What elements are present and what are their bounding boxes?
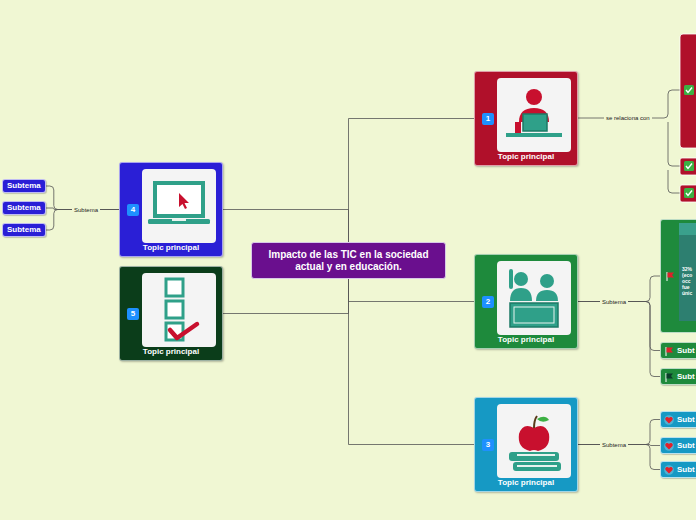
bullet-icon bbox=[665, 271, 675, 281]
topic-caption: Topic principal bbox=[120, 243, 222, 253]
topic-box: 2Topic principal bbox=[474, 254, 578, 349]
topic-caption: Topic principal bbox=[475, 335, 577, 345]
panel-header bbox=[679, 223, 696, 235]
topic-icon bbox=[142, 273, 216, 347]
subtopic-text: Subt bbox=[677, 346, 695, 356]
topic-icon bbox=[142, 169, 216, 243]
subtopic-box: Subt bbox=[660, 437, 696, 454]
icon-panel bbox=[497, 261, 571, 335]
icon-panel bbox=[497, 78, 571, 152]
number-badge: 3 bbox=[482, 439, 494, 451]
topic-box: 3Topic principal bbox=[474, 397, 578, 492]
topic-caption: Topic principal bbox=[120, 347, 222, 357]
topic-caption: Topic principal bbox=[475, 478, 577, 488]
bullet-icon bbox=[664, 465, 674, 475]
check-icon bbox=[684, 188, 694, 198]
subtopic-text: Subt bbox=[677, 372, 695, 382]
icon-panel bbox=[142, 169, 216, 243]
subtopic-text: Subt bbox=[677, 441, 695, 451]
icon-panel bbox=[497, 404, 571, 478]
topic-box: 4Topic principal bbox=[119, 162, 223, 257]
subtopic-box: Subtema bbox=[2, 179, 46, 193]
bullet-icon bbox=[664, 346, 674, 356]
topic-icon bbox=[497, 78, 571, 152]
topic-icon bbox=[497, 261, 571, 335]
subtopic-box bbox=[680, 34, 696, 148]
relation-label: se relaciona con bbox=[604, 114, 652, 122]
connector bbox=[578, 302, 660, 377]
number-badge: 2 bbox=[482, 296, 494, 308]
subtopic-box: 32% (eco occ fue únic bbox=[660, 219, 696, 333]
bullet-icon bbox=[664, 441, 674, 451]
subtopic-box: Subt bbox=[660, 411, 696, 428]
topic-box: 1Topic principal bbox=[474, 71, 578, 166]
subtopic-text: Subtema bbox=[7, 203, 41, 213]
central-title: Impacto de las TIC en la sociedad actual… bbox=[260, 249, 437, 273]
connector bbox=[349, 119, 475, 243]
check-icon bbox=[684, 161, 694, 171]
subtopic-text: Subtema bbox=[7, 225, 41, 235]
topic-box: 5Topic principal bbox=[119, 266, 223, 361]
subtopic-box: Subt bbox=[660, 342, 696, 359]
subtopic-box: Subt bbox=[660, 368, 696, 385]
connector bbox=[223, 210, 349, 243]
panel-text: 32% (eco occ fue únic bbox=[682, 266, 696, 296]
subtopic-text: Subt bbox=[677, 465, 695, 475]
subtopic-box: Subtema bbox=[2, 223, 46, 237]
check-icon bbox=[684, 85, 694, 95]
topic-caption: Topic principal bbox=[475, 152, 577, 162]
subtopic-text: Subt bbox=[677, 415, 695, 425]
connector bbox=[578, 302, 660, 351]
number-badge: 5 bbox=[127, 308, 139, 320]
leader-lines bbox=[578, 90, 680, 193]
bullet-icon bbox=[664, 372, 674, 382]
subtopic-text: Subtema bbox=[7, 181, 41, 191]
bullet-icon bbox=[664, 415, 674, 425]
topic-icon bbox=[497, 404, 571, 478]
edge-label: Subtema bbox=[72, 206, 100, 214]
central-topic: Impacto de las TIC en la sociedad actual… bbox=[251, 242, 446, 279]
subtopic-box bbox=[680, 158, 696, 175]
connector bbox=[349, 279, 475, 302]
edge-label: Subtema bbox=[600, 298, 628, 306]
icon-panel bbox=[142, 273, 216, 347]
number-badge: 1 bbox=[482, 113, 494, 125]
number-badge: 4 bbox=[127, 204, 139, 216]
edge-label: Subtema bbox=[600, 441, 628, 449]
connector bbox=[223, 279, 349, 314]
subtopic-box: Subtema bbox=[2, 201, 46, 215]
subtopic-box: Subt bbox=[660, 461, 696, 478]
subtopic-box bbox=[680, 185, 696, 202]
connector bbox=[349, 279, 475, 445]
